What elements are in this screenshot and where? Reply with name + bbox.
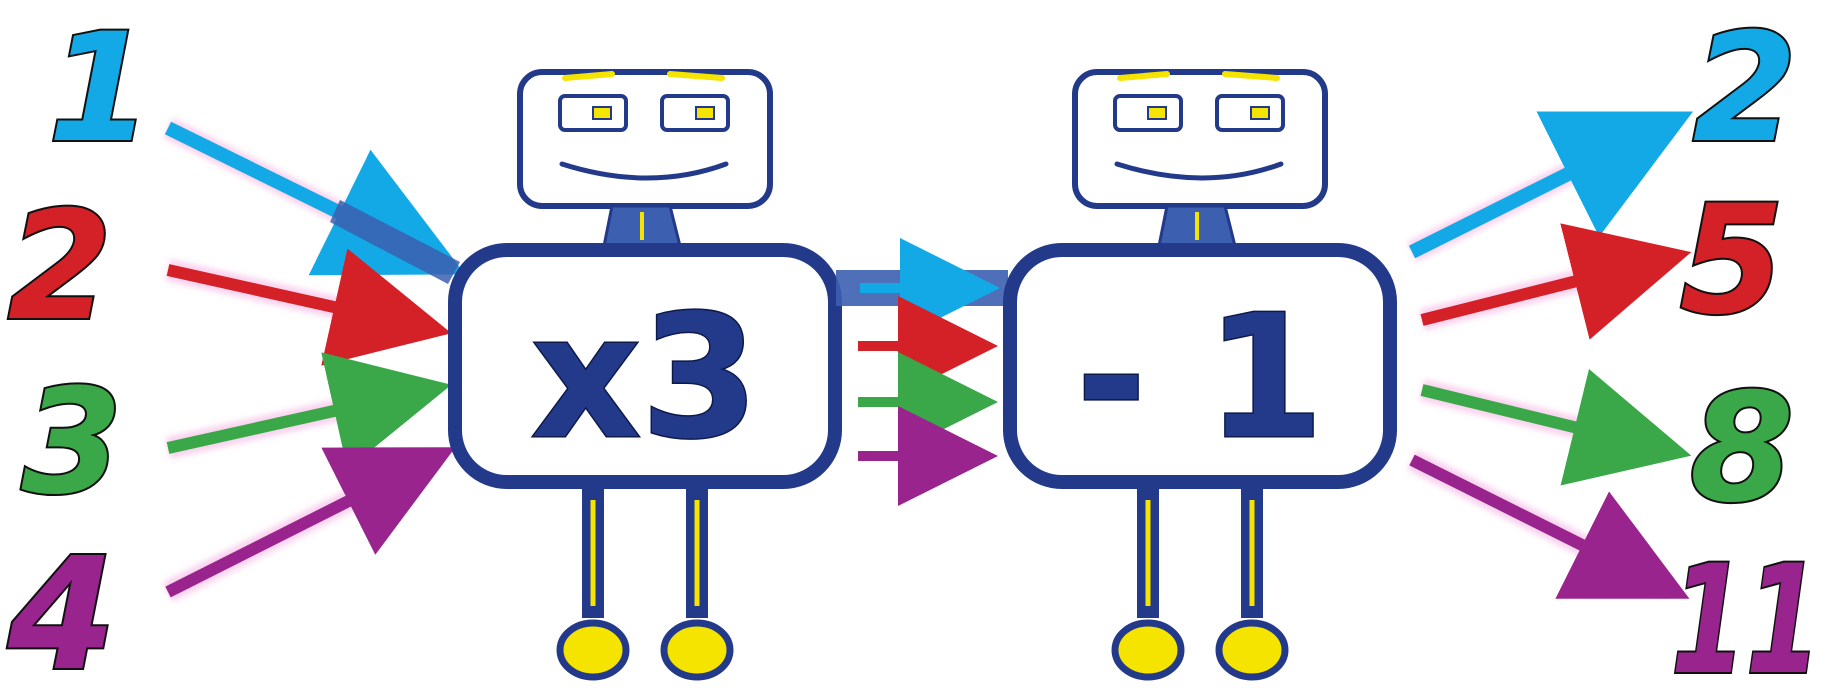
machine-2-left-foot [1115,623,1181,677]
output-arrow-1 [1412,124,1668,252]
machine-1-operation: x3 [531,279,759,477]
machine-1-right-foot [664,623,730,677]
input-arrow-4 [168,458,434,592]
output-number-3: 8 [1690,362,1794,536]
input-arrows [168,128,460,592]
machine-2-right-foot [1219,623,1285,677]
machine-2-head [1075,72,1325,206]
output-arrow-4 [1412,460,1668,588]
input-arrow-2 [168,270,428,328]
output-arrows [1412,124,1668,588]
machine-2-operation: - 1 [1076,279,1324,477]
output-arrow-2 [1422,258,1668,320]
machine-1-head [520,72,770,206]
connector-arrows [836,270,1008,456]
input-number-3: 3 [22,358,123,527]
machine-1: x3 [455,72,835,677]
output-number-4: 11 [1671,534,1821,688]
input-number-2: 2 [8,180,112,354]
input-number-4: 4 [7,524,116,688]
machine-2: - 1 [1010,72,1390,677]
input-arrow-3 [168,390,428,448]
output-arrow-3 [1422,390,1668,450]
output-number-2: 5 [1680,174,1784,348]
output-number-1: 2 [1693,2,1797,176]
input-number-1: 1 [48,2,152,176]
machine-1-left-foot [560,623,626,677]
